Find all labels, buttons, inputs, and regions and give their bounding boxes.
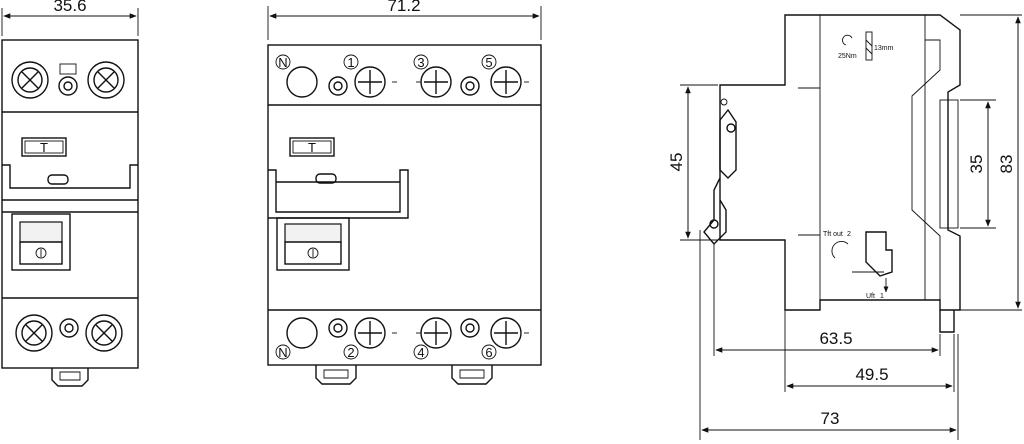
terminal-label-top-n: N [278,55,287,70]
dim-depth-73: 73 [821,409,840,428]
dim-front-width: 35.6 [53,0,86,15]
dim-depth-63-5: 63.5 [819,329,852,348]
terminal-label-bottom-4: 4 [417,345,424,360]
torque-icon [842,34,853,46]
terminal-label-bottom-2: 2 [347,345,354,360]
screw-top-right [87,61,125,99]
screw-bottom-left [15,314,53,352]
front-view-4pole: 71.2 N 1 3 5 T [267,0,542,385]
dim-height-83: 83 [997,155,1016,174]
side-view: 25Nm 13mm Tft out 2 Uft 1 45 35 83 [667,14,1022,440]
terminal-bottom-n [286,317,318,349]
uft-label: Uft [866,293,875,300]
terminal-label-bottom-6: 6 [485,345,492,360]
test-button-4pole-label: T [308,140,316,155]
screw-bottom-right [85,314,123,352]
terminal-label-top-3: 3 [417,55,424,70]
dim-height-35: 35 [967,155,986,174]
terminal-label-top-1: 1 [347,55,354,70]
test-button-4pole [289,137,335,157]
tft-out-number: 2 [847,231,851,238]
terminal-top-n [286,66,318,98]
torque-label: 25Nm [838,53,857,60]
front-view-narrow: 35.6 T [1,0,139,387]
dim-height-45: 45 [667,153,686,172]
screw-top-left [11,61,49,99]
strip-length-label: 13mm [874,45,894,52]
terminal-label-bottom-n: N [278,345,287,360]
terminal-label-top-5: 5 [485,55,492,70]
dim-side-width: 71.2 [387,0,420,15]
test-button [21,137,67,157]
uft-number: 1 [880,293,884,300]
tft-out-label: Tft out [823,231,843,238]
test-button-label: T [40,140,48,155]
dim-depth-49-5: 49.5 [855,365,888,384]
